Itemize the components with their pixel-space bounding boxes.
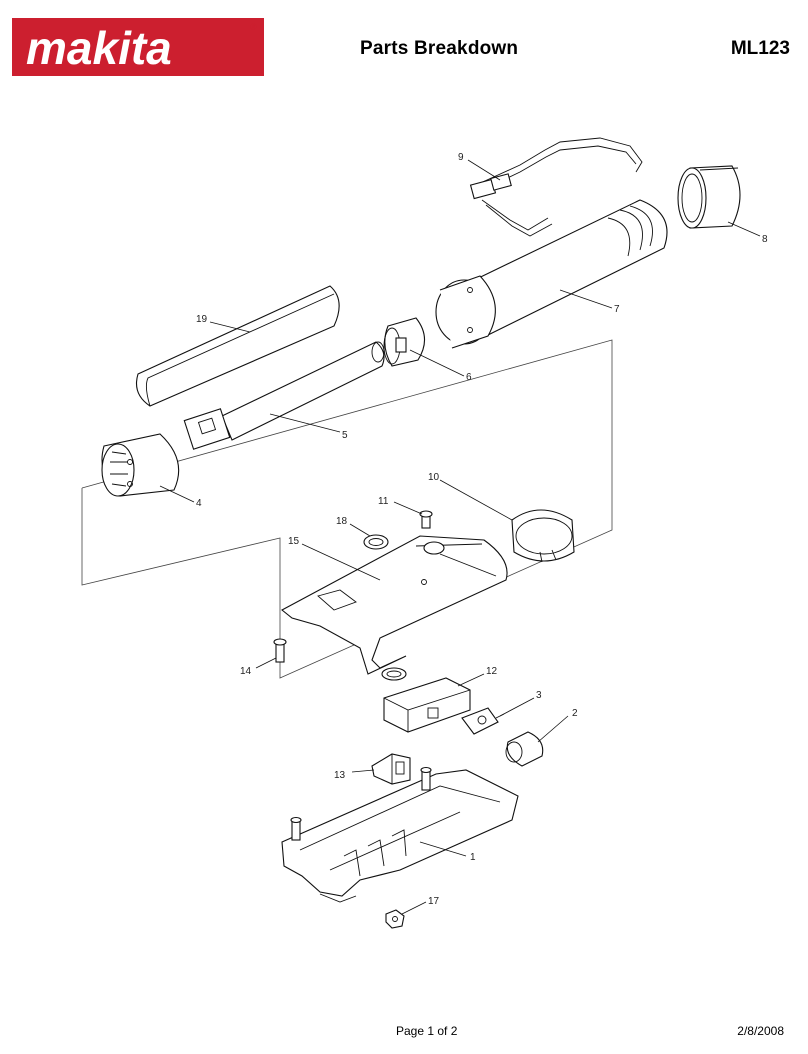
logo-wordmark: makita <box>26 22 172 74</box>
part-13-bracket <box>371 753 411 785</box>
part-12-switch <box>383 677 471 733</box>
label-part-13: 13 <box>334 770 346 781</box>
part-19-cover <box>135 285 340 407</box>
part-8-ring <box>677 165 741 229</box>
label-part-12: 12 <box>486 666 498 677</box>
part-17-nut <box>385 909 405 929</box>
logo-background <box>12 18 264 76</box>
label-part-11: 11 <box>378 496 389 507</box>
parts-diagram: 9 8 7 19 6 5 4 10 11 18 15 14 12 3 2 13 … <box>0 90 808 1020</box>
registered-mark: ® <box>250 22 257 32</box>
label-part-5: 5 <box>342 430 348 441</box>
label-part-18: 18 <box>336 516 348 527</box>
page-indicator: Page 1 of 2 <box>396 1024 458 1038</box>
label-part-8: 8 <box>762 234 768 245</box>
label-part-3: 3 <box>536 690 542 701</box>
part-labels: 9 8 7 19 6 5 4 10 11 18 15 14 12 3 2 13 … <box>196 152 768 907</box>
part-1-lower-housing <box>281 766 519 903</box>
part-4-endcap <box>101 433 180 497</box>
label-part-17: 17 <box>428 896 440 907</box>
small-oring <box>381 667 407 681</box>
part-14-screw <box>273 638 287 663</box>
label-part-14: 14 <box>240 666 252 677</box>
label-part-7: 7 <box>614 304 620 315</box>
label-part-10: 10 <box>428 472 440 483</box>
makita-logo: makita <box>12 18 264 76</box>
document-date: 2/8/2008 <box>737 1024 784 1038</box>
label-part-4: 4 <box>196 498 202 509</box>
part-2-knob <box>505 731 544 767</box>
part-15-upper-housing <box>281 535 508 675</box>
label-part-2: 2 <box>572 708 578 719</box>
label-part-6: 6 <box>466 372 472 383</box>
part-10-band <box>511 509 575 563</box>
part-5-rod <box>183 341 385 450</box>
part-3-connector <box>461 707 505 735</box>
part-6-adapter <box>383 317 426 367</box>
page-title: Parts Breakdown <box>360 38 519 59</box>
part-9-clip <box>469 137 643 237</box>
part-7-tube <box>435 199 668 349</box>
assembly-outline <box>81 339 613 679</box>
label-part-1: 1 <box>470 852 476 863</box>
part-11-screw <box>419 510 433 529</box>
leader-lines <box>159 159 761 915</box>
label-part-19: 19 <box>196 314 208 325</box>
model-number: ML123 <box>730 38 790 59</box>
label-part-15: 15 <box>288 536 300 547</box>
label-part-9: 9 <box>458 152 464 163</box>
part-18-oring <box>363 534 389 550</box>
